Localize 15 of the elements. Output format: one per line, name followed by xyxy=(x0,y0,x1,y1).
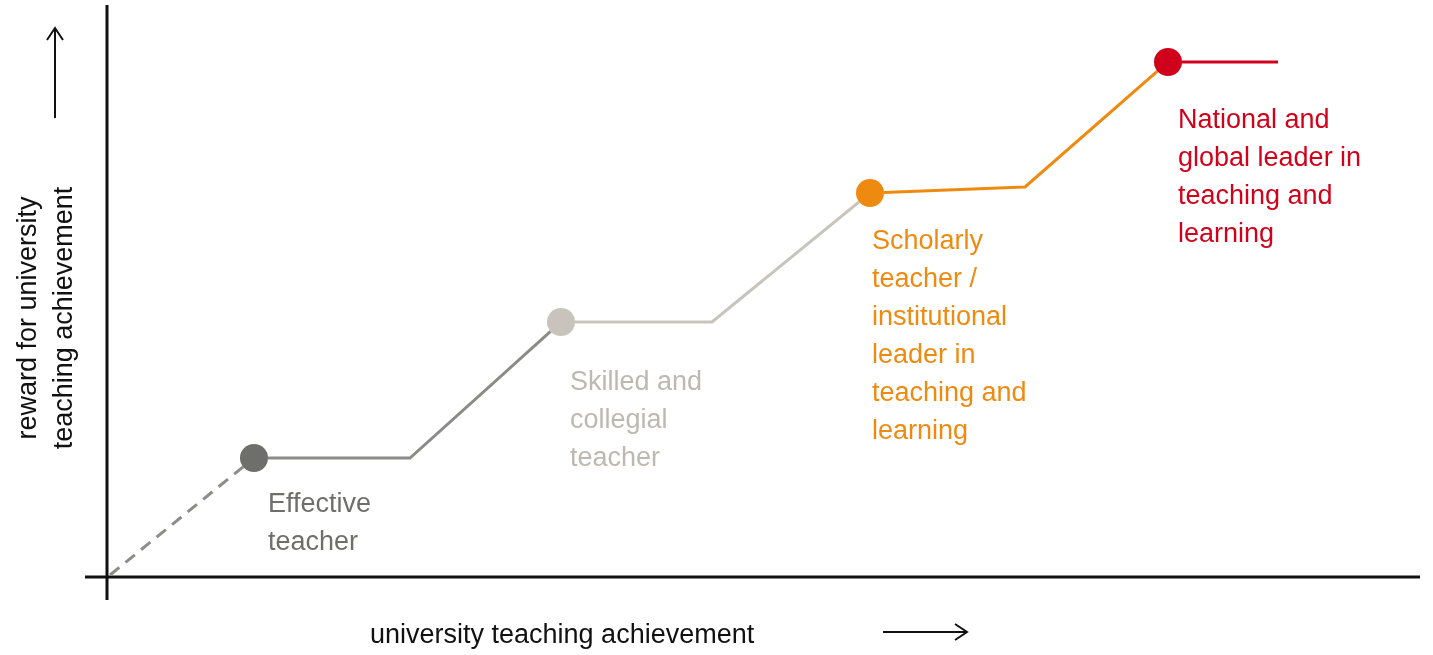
connector-line xyxy=(268,330,552,460)
connector-line xyxy=(109,465,245,577)
connector-line xyxy=(575,200,861,324)
x-axis-title: university teaching achievement xyxy=(370,618,755,651)
milestone-dot xyxy=(547,308,575,336)
milestone-dot xyxy=(240,444,268,472)
stage-label: National and global leader in teaching and learning xyxy=(1178,103,1363,250)
connector-line xyxy=(883,70,1159,194)
milestone-dot xyxy=(1154,48,1182,76)
connector-line xyxy=(1182,60,1278,64)
milestone-dot xyxy=(856,179,884,207)
stage-label: Skilled and collegial teacher xyxy=(570,365,704,474)
y-axis-title: reward for university teaching achievement xyxy=(11,185,79,452)
stage-label: Effective teacher xyxy=(268,487,373,558)
stage-label: Scholarly teacher / institutional leader in teaching and learning xyxy=(872,224,1028,447)
